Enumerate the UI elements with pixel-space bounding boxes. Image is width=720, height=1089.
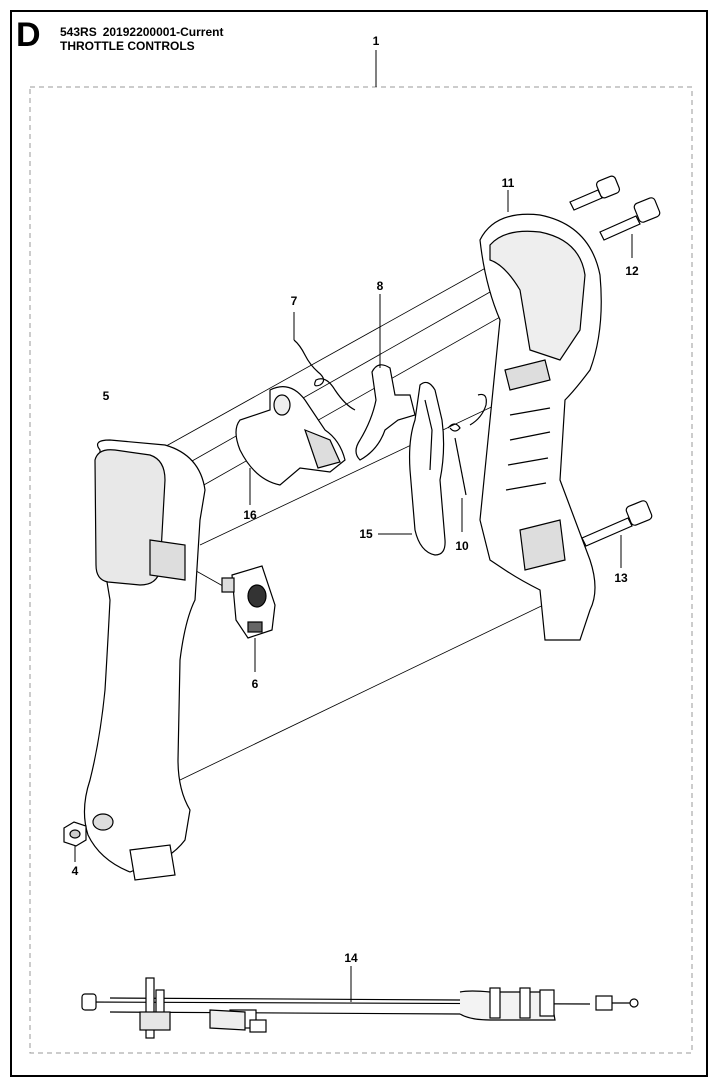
callout-5: 5 — [103, 389, 110, 403]
screw-top — [569, 175, 621, 211]
throttle-cable — [81, 977, 639, 1039]
throttle-lever — [355, 364, 416, 461]
stop-switch — [221, 565, 276, 639]
callout-6: 6 — [252, 677, 259, 691]
nut — [63, 821, 87, 847]
diagram-title: THROTTLE CONTROLS — [60, 39, 195, 53]
model-number: 543RS — [60, 25, 97, 39]
part-number: 20192200001-Current — [102, 25, 224, 39]
callout-7: 7 — [291, 294, 298, 308]
section-letter: D — [16, 16, 41, 54]
return-spring — [447, 393, 487, 496]
assembly-boundary — [29, 86, 693, 1054]
screw-middle — [599, 197, 661, 241]
screw-bottom — [581, 500, 653, 547]
callout-11: 11 — [502, 176, 515, 190]
throttle-lockout — [235, 386, 346, 486]
callout-16: 16 — [243, 508, 257, 522]
header-line-1: 543RS 20192200001-Current — [60, 26, 223, 38]
handle-left-half — [83, 439, 206, 881]
callout-10: 10 — [455, 539, 469, 553]
callout-8: 8 — [377, 279, 384, 293]
page-frame — [10, 10, 708, 1077]
callout-14: 14 — [344, 951, 358, 965]
callout-15: 15 — [359, 527, 373, 541]
callout-13: 13 — [614, 571, 628, 585]
torsion-spring — [293, 339, 356, 411]
callout-1: 1 — [373, 34, 380, 48]
callout-12: 12 — [625, 264, 639, 278]
handle-right-half — [479, 213, 602, 641]
callout-4: 4 — [72, 864, 79, 878]
throttle-trigger — [408, 381, 446, 556]
